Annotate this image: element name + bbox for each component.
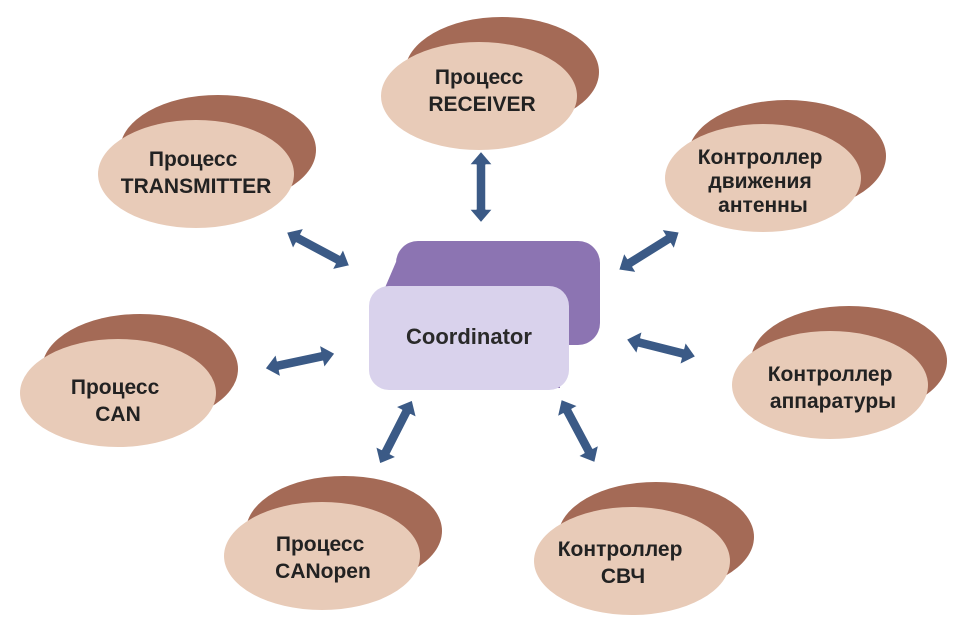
node-face	[20, 339, 216, 447]
node-label: Контроллер СВЧ	[558, 538, 689, 588]
node-label-line: TRANSMITTER	[121, 175, 272, 198]
arrow-transmitter	[279, 220, 357, 278]
node-label-line: Контроллер	[558, 538, 683, 561]
node-face	[381, 42, 577, 150]
node-label-line: Контроллер	[698, 146, 823, 169]
node-label: Контроллер движения антенны	[698, 146, 829, 217]
node-label: Процесс CANopen	[275, 533, 371, 583]
node-label-line: СВЧ	[601, 565, 645, 588]
coordinator-front-face	[369, 286, 569, 390]
arrow-can	[261, 341, 339, 381]
node-label-line: Процесс	[149, 148, 238, 171]
node-label-line: CAN	[95, 403, 141, 426]
node-transmitter: Процесс TRANSMITTER	[98, 95, 316, 228]
node-svch-controller: Контроллер СВЧ	[534, 482, 754, 615]
arrow-apparatus	[622, 326, 700, 370]
coordinator-label: Coordinator	[406, 324, 532, 349]
node-face	[534, 507, 730, 615]
arrow-svch	[549, 392, 607, 470]
node-face	[98, 120, 294, 228]
arrow-receiver	[468, 150, 494, 224]
coordinator-block: Coordinator	[369, 241, 600, 390]
arrow-antenna	[611, 220, 687, 282]
node-canopen: Процесс CANopen	[224, 476, 442, 610]
node-label-line: аппаратуры	[770, 390, 896, 413]
node-label-line: антенны	[718, 194, 808, 217]
node-label-line: Процесс	[71, 376, 160, 399]
node-face	[224, 502, 420, 610]
node-label-line: Процесс	[435, 66, 524, 89]
node-label: Процесс CAN	[71, 376, 165, 426]
node-label-line: Процесс	[276, 533, 365, 556]
node-label-line: Контроллер	[768, 363, 893, 386]
node-label: Процесс RECEIVER	[428, 66, 535, 116]
node-label: Процесс TRANSMITTER	[121, 148, 272, 198]
node-can: Процесс CAN	[20, 314, 238, 447]
node-receiver: Процесс RECEIVER	[381, 17, 599, 150]
node-label: Контроллер аппаратуры	[768, 363, 899, 413]
node-antenna-controller: Контроллер движения антенны	[665, 100, 886, 232]
node-face	[732, 331, 928, 439]
node-label-line: движения	[708, 170, 811, 193]
node-apparatus-controller: Контроллер аппаратуры	[732, 306, 947, 439]
node-label-line: CANopen	[275, 560, 371, 583]
node-label-line: RECEIVER	[428, 93, 535, 116]
node-face	[665, 124, 861, 232]
arrow-canopen	[368, 393, 424, 471]
